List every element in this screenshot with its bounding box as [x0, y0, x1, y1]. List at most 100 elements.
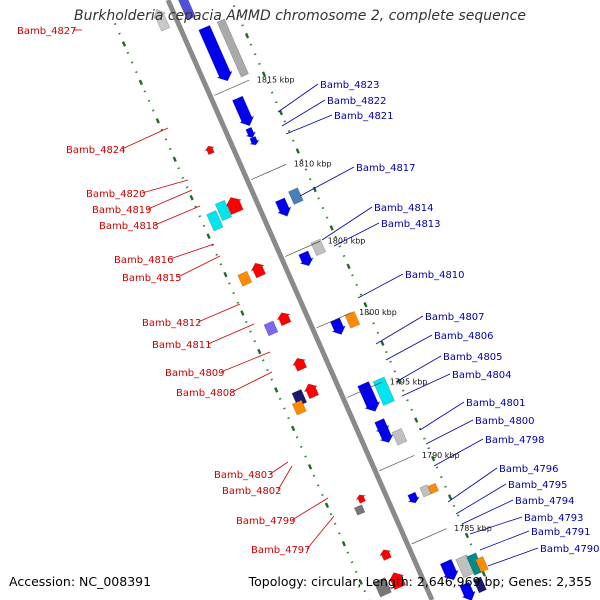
right-gene-label: Bamb_4807: [425, 312, 485, 323]
right-gene-label: Bamb_4798: [485, 435, 545, 446]
right-leader-line: [425, 419, 474, 445]
gene-feature: [204, 145, 216, 156]
right-gene-label: Bamb_4822: [327, 96, 387, 107]
tick-dash: [341, 540, 346, 547]
right-leader-line: [447, 467, 498, 503]
gene-feature: [224, 197, 244, 216]
right-gene-label: Bamb_4821: [334, 111, 394, 122]
left-gene-label: Bamb_4818: [99, 221, 159, 232]
gene-feature: [263, 320, 279, 337]
gene-feature: [214, 199, 233, 222]
gene-feature: [329, 317, 346, 335]
chromosome-backbone: [165, 0, 435, 600]
label-leaders: [73, 29, 539, 567]
gene-feature: [391, 427, 408, 446]
tick-dash: [138, 79, 143, 86]
kbp-tick-mark: [214, 79, 250, 96]
kbp-tick-label: 1800 kbp: [359, 308, 397, 317]
right-gene-label: Bamb_4793: [524, 513, 584, 524]
kbp-tick-mark: [379, 455, 415, 471]
gene-feature: [357, 381, 381, 412]
right-leader-line: [385, 334, 433, 361]
tick-dash: [329, 225, 334, 231]
left-leader-line: [121, 127, 169, 150]
gene-feature: [276, 312, 292, 327]
left-gene-label: Bamb_4811: [152, 340, 212, 351]
tick-dash: [307, 464, 313, 470]
left-leader-line: [169, 243, 215, 260]
kbp-tick-mark: [285, 240, 321, 257]
right-leader-line: [299, 166, 355, 197]
tick-dash: [358, 579, 363, 585]
tick-dash: [363, 302, 368, 308]
kbp-tick-label: 1810 kbp: [294, 160, 332, 169]
right-leader-line: [487, 547, 539, 567]
right-leader-line: [281, 99, 326, 127]
tick-dash: [431, 455, 436, 462]
kbp-tick-mark: [251, 164, 287, 180]
tick-dash: [240, 310, 245, 316]
tick-dash: [324, 502, 330, 509]
gene-feature: [153, 8, 171, 32]
tick-dash: [481, 571, 486, 577]
gene-feature: [198, 24, 233, 82]
kbp-tick-label: 1805 kbp: [328, 237, 366, 246]
right-leader-line: [469, 516, 523, 535]
right-gene-label: Bamb_4801: [466, 398, 526, 409]
left-gene-label: Bamb_4816: [114, 255, 174, 266]
right-gene-label: Bamb_4804: [452, 370, 512, 381]
gene-feature: [378, 549, 392, 561]
left-gene-label: Bamb_4820: [86, 189, 146, 200]
map-title: Burkholderia cepacia AMMD chromosome 2, …: [74, 8, 526, 24]
left-gene-label: Bamb_4797: [251, 545, 311, 556]
right-leader-line: [357, 273, 404, 299]
gene-feature: [298, 250, 314, 267]
gene-feature: [177, 0, 196, 21]
kbp-tick-mark: [411, 528, 447, 545]
right-tick-guide: [230, 0, 487, 578]
right-leader-line: [321, 206, 373, 241]
right-gene-labels: Bamb_4823Bamb_4822Bamb_4821Bamb_4817Bamb…: [320, 80, 600, 555]
tick-dash: [189, 194, 194, 201]
right-leader-line: [479, 530, 530, 551]
right-gene-label: Bamb_4790: [540, 544, 600, 555]
gene-feature: [475, 555, 489, 573]
right-leader-line: [285, 114, 333, 135]
tick-dash: [206, 233, 211, 239]
kbp-tick-label: 1795 kbp: [390, 378, 428, 387]
gene-feature: [248, 135, 260, 146]
left-leader-line: [197, 303, 241, 323]
gene-feature: [237, 270, 253, 287]
tick-dash: [121, 41, 127, 47]
tick-dash: [274, 387, 279, 393]
right-gene-label: Bamb_4791: [531, 527, 591, 538]
gene-feature: [378, 427, 394, 443]
tick-dash: [346, 263, 351, 270]
gene-feature: [303, 383, 320, 400]
left-leader-line: [154, 205, 201, 226]
gene-feature: [473, 576, 487, 594]
right-leader-line: [333, 222, 380, 247]
left-leader-line: [277, 465, 293, 491]
gene-feature: [274, 197, 292, 217]
right-leader-line: [375, 315, 424, 345]
gene-feature: [216, 18, 249, 78]
left-gene-label: Bamb_4809: [165, 368, 225, 379]
tick-dash: [257, 348, 262, 355]
gene-feature: [388, 572, 407, 591]
gene-feature: [288, 187, 304, 205]
left-leader-line: [220, 351, 271, 373]
right-gene-label: Bamb_4810: [405, 270, 465, 281]
left-leader-line: [269, 461, 289, 475]
tick-dash: [414, 417, 419, 423]
left-gene-label: Bamb_4808: [176, 388, 236, 399]
gene-feature: [206, 210, 224, 232]
left-leader-line: [147, 189, 193, 210]
left-leader-line: [231, 371, 273, 393]
right-gene-label: Bamb_4806: [434, 331, 494, 342]
tick-dash: [380, 340, 385, 346]
left-gene-label: Bamb_4815: [122, 273, 182, 284]
left-gene-label: Bamb_4799: [236, 516, 296, 527]
left-leader-line: [177, 255, 221, 278]
